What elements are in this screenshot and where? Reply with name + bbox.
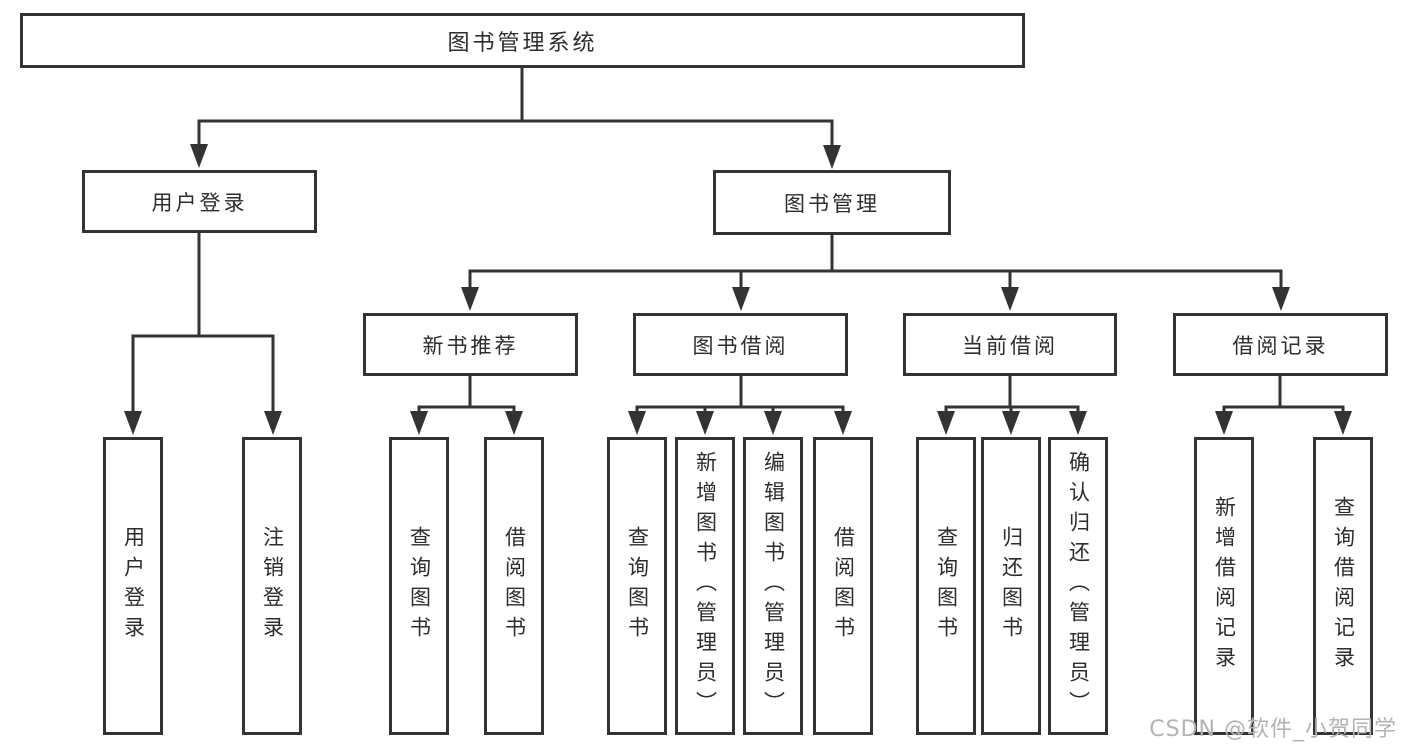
leaf-query-books-1: 查询图书 [389, 437, 449, 735]
leaf-logout-label: 注销登录 [260, 526, 285, 646]
leaf-edit-books-admin: 编辑图书（管理员） [743, 437, 803, 735]
leaf-add-books-admin: 新增图书（管理员） [675, 437, 735, 735]
arrowhead-down-icon [410, 411, 428, 435]
leaf-return-books-label: 归还图书 [999, 526, 1024, 646]
arrowhead-down-icon [505, 411, 523, 435]
csdn-watermark: CSDN @软件_小贺同学 [1149, 717, 1397, 742]
arrowhead-down-icon [1069, 411, 1087, 435]
leaf-borrow-books-1: 借阅图书 [484, 437, 544, 735]
arrowhead-down-icon [764, 411, 782, 435]
node-book-borrowing-label: 图书借阅 [692, 333, 789, 358]
arrowhead-down-icon [264, 411, 282, 435]
arrowhead-down-icon [834, 411, 852, 435]
node-root-label: 图书管理系统 [447, 30, 598, 56]
leaf-query-borrow-record-label: 查询借阅记录 [1331, 496, 1356, 676]
arrowhead-down-icon [1215, 411, 1233, 435]
leaf-borrow-books-2: 借阅图书 [813, 437, 873, 735]
leaf-query-borrow-record: 查询借阅记录 [1313, 437, 1373, 735]
leaf-query-books-2-label: 查询图书 [625, 526, 650, 646]
node-book-management: 图书管理 [713, 170, 951, 235]
node-book-borrowing: 图书借阅 [633, 313, 848, 376]
leaf-add-borrow-record-label: 新增借阅记录 [1212, 496, 1237, 676]
leaf-borrow-books-1-label: 借阅图书 [502, 526, 527, 646]
node-current-borrowing-label: 当前借阅 [962, 333, 1058, 358]
leaf-add-borrow-record: 新增借阅记录 [1194, 437, 1254, 735]
arrowhead-down-icon [1334, 411, 1352, 435]
arrowhead-down-icon [732, 287, 750, 311]
arrowhead-down-icon [124, 411, 142, 435]
node-root-system: 图书管理系统 [20, 13, 1025, 68]
node-new-book-recommend-label: 新书推荐 [422, 333, 519, 358]
leaf-query-books-3-label: 查询图书 [934, 526, 959, 646]
leaf-query-books-3: 查询图书 [916, 437, 976, 735]
leaf-add-books-admin-label: 新增图书（管理员） [693, 451, 718, 721]
leaf-confirm-return-admin-label: 确认归还（管理员） [1066, 451, 1091, 721]
leaf-return-books: 归还图书 [981, 437, 1041, 735]
arrowhead-down-icon [1001, 287, 1019, 311]
leaf-confirm-return-admin: 确认归还（管理员） [1048, 437, 1108, 735]
arrowhead-down-icon [628, 411, 646, 435]
node-borrowing-records: 借阅记录 [1173, 313, 1388, 376]
leaf-user-login-label: 用户登录 [121, 526, 146, 646]
leaf-query-books-2: 查询图书 [607, 437, 667, 735]
leaf-borrow-books-2-label: 借阅图书 [831, 526, 856, 646]
leaf-edit-books-admin-label: 编辑图书（管理员） [761, 451, 786, 721]
arrowhead-down-icon [1272, 287, 1290, 311]
node-user-login-label: 用户登录 [151, 190, 248, 215]
arrowhead-down-icon [190, 144, 208, 168]
node-new-book-recommend: 新书推荐 [363, 313, 578, 376]
node-user-login: 用户登录 [82, 170, 317, 233]
node-current-borrowing: 当前借阅 [903, 313, 1117, 376]
arrowhead-down-icon [696, 411, 714, 435]
leaf-user-login: 用户登录 [103, 437, 163, 735]
node-borrowing-records-label: 借阅记录 [1232, 333, 1329, 358]
leaf-query-books-1-label: 查询图书 [407, 526, 432, 646]
arrowhead-down-icon [937, 411, 955, 435]
arrowhead-down-icon [461, 287, 479, 311]
node-book-management-label: 图书管理 [784, 191, 880, 216]
arrowhead-down-icon [1002, 411, 1020, 435]
leaf-logout: 注销登录 [242, 437, 302, 735]
arrowhead-down-icon [823, 145, 841, 169]
